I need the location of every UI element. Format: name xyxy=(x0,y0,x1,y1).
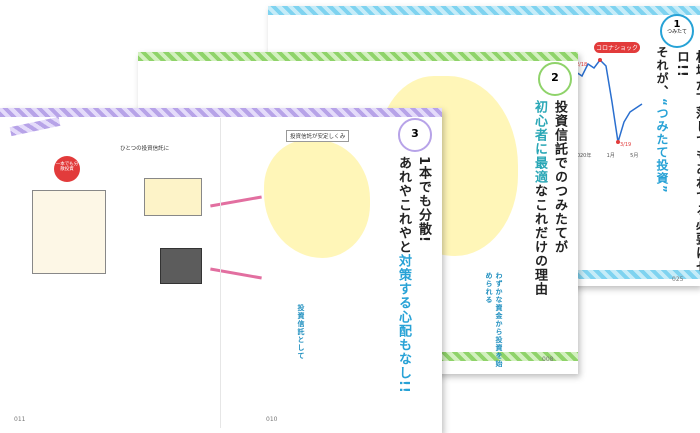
page-1-chart-line xyxy=(569,58,643,143)
page-2-stripe-bottom xyxy=(438,352,578,361)
page-3-fund-box xyxy=(144,178,202,216)
page-2-sub-heading: わずかな資金から投資を始められる xyxy=(485,272,503,368)
page-3-sub-heading: 投資信託が安定しくみ xyxy=(286,130,350,142)
page-1-price-low: 3/19 xyxy=(620,142,632,148)
page-2-title-line2: 初心者に最適なこれだけの理由 xyxy=(530,100,549,296)
page-1-title-line2-highlight: “つみたて投資” xyxy=(655,98,669,194)
page-1-stripe-bottom xyxy=(568,270,700,279)
page-1-chart-high-marker xyxy=(598,58,602,62)
page-1-chart-x-axis: 2020年 1月 5月 xyxy=(566,152,646,159)
page-1-chart-x-label: 2020年 xyxy=(573,153,592,159)
page-3-diagram-badge: 一本でも分散投資 xyxy=(54,156,80,182)
page-3-arrow-out xyxy=(210,195,262,208)
page-3-assets-area xyxy=(264,140,370,258)
page-1-page-number: 025 xyxy=(672,276,684,283)
page-3-number: 3 xyxy=(411,127,419,140)
page-3-gutter xyxy=(220,118,221,428)
page-3-arrow-back xyxy=(210,267,262,280)
page-3-title-line2: あれやこれやと対策する心配もなし!! xyxy=(394,156,413,394)
page-1-number: 1 xyxy=(673,19,681,30)
page-2-title-line2-highlight: 最適 xyxy=(532,156,547,184)
page-1-title-line1: 相場が下落してもあわてる必要はゼロ!! xyxy=(674,50,700,274)
page-3: 3 1本でも分散! あれやこれやと対策する心配もなし!! 一本でも分散投資 ひと… xyxy=(0,108,442,433)
page-3-page-number-right: 010 xyxy=(266,416,278,423)
page-3-diagram-heading: ひとつの投資信託に xyxy=(120,146,170,152)
page-1-title-line2: それが、“つみたて投資” xyxy=(654,46,671,194)
page-1-chart-x-label: 5月 xyxy=(630,153,639,159)
page-1-stripe xyxy=(268,6,700,15)
page-1-chart-label: コロナショック xyxy=(594,42,641,53)
page-2-number: 2 xyxy=(551,71,559,84)
page-3-section-title: 投資信託として xyxy=(297,304,305,360)
page-1-chart-x-label: 1月 xyxy=(606,153,615,159)
page-3-money-pile xyxy=(160,248,202,284)
page-2-title-line2-prefix: 初心者に xyxy=(532,100,547,156)
page-1-badge-label: つみたて xyxy=(666,29,687,35)
page-3-diagram: 一本でも分散投資 ひとつの投資信託に 投資信託が安定しくみ xyxy=(20,128,370,298)
page-2-title-line2-suffix: なこれだけの理由 xyxy=(532,184,547,296)
page-1-chart: コロナショック 2/18 3/19 2020年 1月 5月 xyxy=(566,42,646,162)
page-1-title-line2-prefix: それが、 xyxy=(655,46,669,98)
page-1-number-badge: 1 つみたて xyxy=(660,14,694,48)
page-3-page-number-left: 011 xyxy=(14,416,26,423)
page-3-title-line2-prefix: あれやこれやと xyxy=(396,156,411,254)
page-3-investor-group xyxy=(32,190,106,274)
page-2-title-line1: 投資信託でのつみたてが xyxy=(552,100,567,254)
page-3-stripe xyxy=(0,108,442,117)
page-2-page-number: 008 xyxy=(542,356,554,363)
page-3-title-line2-highlight: 対策する心配もなし!! xyxy=(396,254,411,394)
page-3-number-badge: 3 xyxy=(398,118,432,152)
page-1-chart-low-marker xyxy=(616,140,620,144)
page-1-chart-svg xyxy=(569,58,643,144)
page-2-number-badge: 2 xyxy=(538,62,572,96)
page-2-stripe xyxy=(138,52,578,61)
page-3-title-line1: 1本でも分散! xyxy=(416,156,431,243)
page-1-price-high: 2/18 xyxy=(576,62,588,68)
